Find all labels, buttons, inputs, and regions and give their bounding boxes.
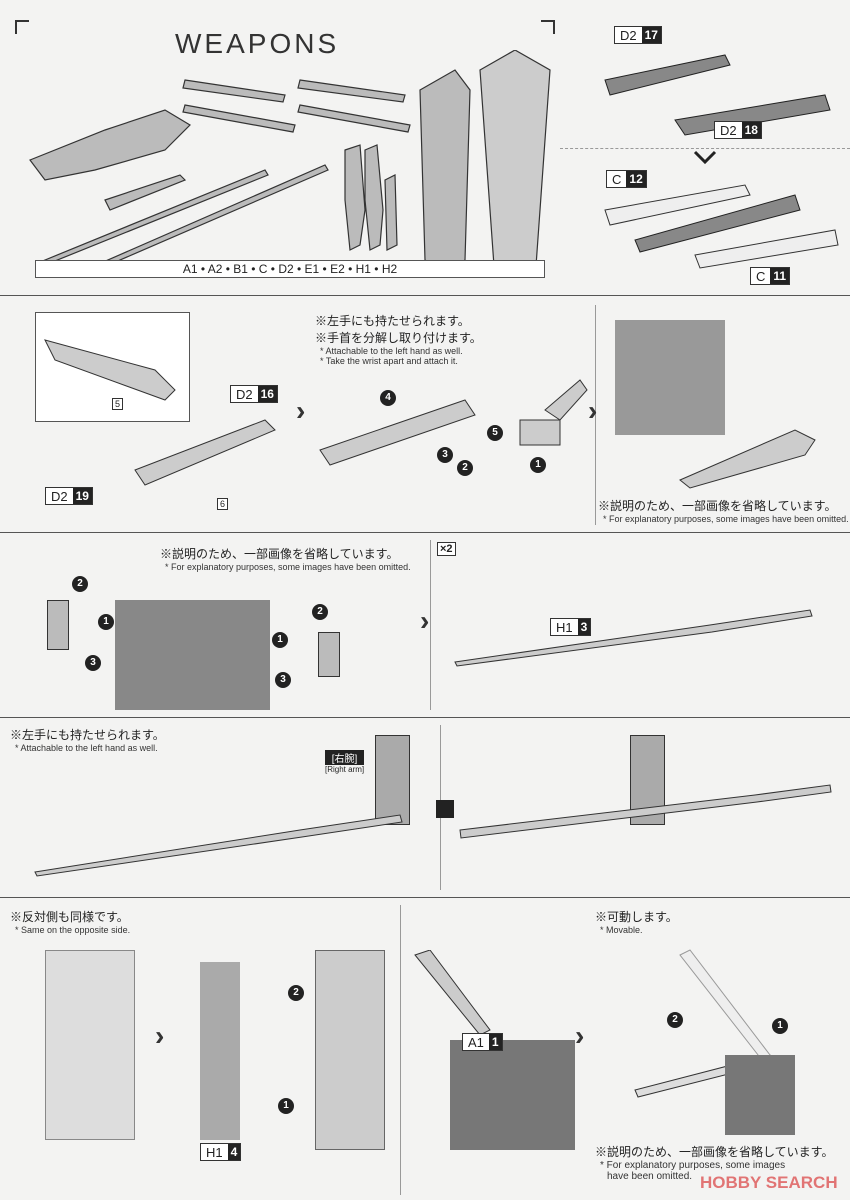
- attention-icon: [436, 800, 454, 818]
- next-arrow: ›: [420, 605, 430, 636]
- leg-attach-illustration: [315, 950, 385, 1150]
- times-two-badge: ×2: [437, 542, 456, 556]
- beam-saber-in-hand: [34, 814, 403, 877]
- tool-ref-5: 5: [112, 398, 124, 410]
- rifle-halves-illustration: [604, 54, 839, 269]
- note-attach-left: ※左手にも持たせられます。 * Attachable to the left h…: [10, 728, 165, 753]
- saber-rotate-illustration: [459, 784, 832, 839]
- step-1: 1: [278, 1098, 294, 1114]
- rifle-in-hand-illustration: [679, 429, 816, 489]
- weapons-box: WEAPONS A1 • A2 • B1 • C • D2 • E1 • E2 …: [15, 20, 555, 285]
- note-omitted: ※説明のため、一部画像を省略しています。 * For explanatory p…: [595, 1145, 834, 1182]
- robot-waist-illustration: [115, 600, 270, 710]
- step-3: 3: [275, 672, 291, 688]
- armor-part-left: [47, 600, 69, 650]
- next-arrow: ›: [296, 395, 306, 426]
- robot-holding-rifle: [615, 320, 725, 435]
- note-attach-left: ※左手にも持たせられます。 ※手首を分解し取り付けます。 * Attachabl…: [315, 314, 482, 366]
- note-omitted: ※説明のため、一部画像を省略しています。 * For explanatory p…: [160, 547, 411, 572]
- next-arrow: ›: [588, 395, 598, 426]
- step-2: 2: [312, 604, 328, 620]
- part-h1-4-runner: [200, 962, 240, 1140]
- step-1: 1: [772, 1018, 788, 1034]
- step-3: 3: [85, 655, 101, 671]
- fin-illustration: [414, 950, 491, 1036]
- step-1: 1: [98, 614, 114, 630]
- step-2: 2: [72, 576, 88, 592]
- step-5: 5: [487, 425, 503, 441]
- weapons-illustration: [29, 50, 551, 260]
- weapons-title: WEAPONS: [175, 28, 340, 59]
- movable-fin-illustration: [634, 949, 795, 1135]
- step-2: 2: [288, 985, 304, 1001]
- armor-part-right: [318, 632, 340, 677]
- next-arrow: ›: [155, 1020, 165, 1051]
- note-omitted: ※説明のため、一部画像を省略しています。 * For explanatory p…: [598, 499, 849, 524]
- right-arm-illustration: [375, 735, 410, 825]
- wrist-attach-illustration: [319, 379, 588, 466]
- step-1: 1: [272, 632, 288, 648]
- tool-ref-6: 6: [217, 498, 229, 510]
- right-arm-label: [右腕] [Right arm]: [325, 750, 365, 774]
- step-2: 2: [457, 460, 473, 476]
- next-arrow: ›: [575, 1020, 585, 1051]
- step-4: 4: [380, 390, 396, 406]
- watermark: HOBBY SEARCH: [700, 1173, 838, 1192]
- beam-saber-illustration: [454, 609, 813, 667]
- note-movable: ※可動します。 * Movable.: [595, 910, 678, 935]
- step-1: 1: [530, 457, 546, 473]
- weapons-parts-strip: A1 • A2 • B1 • C • D2 • E1 • E2 • H1 • H…: [35, 260, 545, 278]
- step-3: 3: [437, 447, 453, 463]
- backpack-illustration: [450, 1040, 575, 1150]
- note-opposite-side: ※反対側も同様です。 * Same on the opposite side.: [10, 910, 131, 935]
- leg-illustration: [45, 950, 135, 1140]
- step-2: 2: [667, 1012, 683, 1028]
- rifle-assembly-illustration: [44, 339, 276, 486]
